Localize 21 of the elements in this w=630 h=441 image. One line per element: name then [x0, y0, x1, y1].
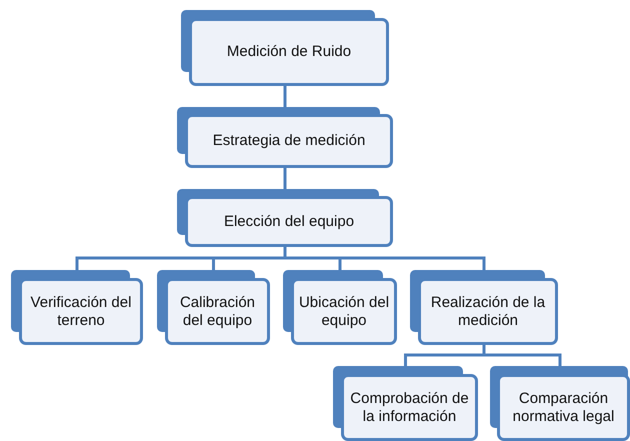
process-box — [181, 10, 389, 86]
connector-line — [284, 168, 286, 189]
process-box — [410, 270, 558, 345]
process-box — [283, 270, 397, 345]
process-box — [177, 189, 393, 247]
box-label: Calibración del equipo — [180, 294, 256, 328]
connector-line — [284, 86, 286, 107]
process-box — [333, 366, 478, 441]
process-box — [11, 270, 143, 345]
box-label: Estrategia de medición — [212, 132, 366, 149]
box-label: Realización de la medición — [430, 294, 546, 328]
box-label: Medición de Ruido — [226, 43, 352, 60]
process-box — [157, 270, 270, 345]
box-label: Comparación normativa legal — [512, 390, 614, 424]
connector-line — [482, 345, 562, 366]
box-label: Comprobación de la información — [350, 390, 469, 424]
process-box — [490, 366, 630, 441]
box-label: Ubicación del equipo — [298, 294, 390, 328]
box-label: Elección del equipo — [224, 212, 354, 230]
process-box — [177, 107, 393, 168]
box-label: Verificación del terreno — [30, 294, 132, 328]
